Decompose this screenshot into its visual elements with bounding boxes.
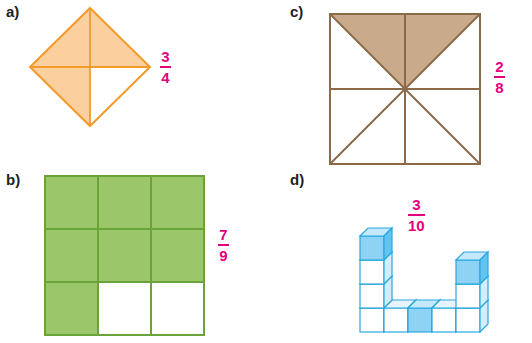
fraction-numerator: 2	[495, 58, 503, 75]
fraction: 79	[218, 226, 229, 265]
fraction-denominator: 8	[495, 79, 503, 96]
fraction: 310	[408, 196, 425, 235]
fraction-bar	[218, 244, 229, 246]
part-letter: b)	[6, 172, 20, 189]
fraction: 34	[160, 48, 171, 87]
fraction-denominator: 4	[161, 69, 169, 86]
diamond-figure	[30, 8, 150, 126]
fraction-numerator: 3	[412, 196, 420, 213]
fraction-bar	[408, 214, 425, 216]
fraction-numerator: 7	[219, 226, 227, 243]
cube-figure	[360, 228, 488, 332]
fraction-denominator: 9	[219, 247, 227, 264]
fraction-numerator: 3	[161, 48, 169, 65]
fraction-bar	[494, 76, 505, 78]
part-letter: c)	[290, 4, 303, 21]
grid-figure	[45, 176, 204, 335]
part-letter: d)	[290, 172, 304, 189]
fraction-denominator: 10	[408, 217, 425, 234]
part-letter: a)	[6, 4, 19, 21]
square-figure	[330, 14, 480, 164]
fraction-bar	[160, 66, 171, 68]
fraction: 28	[494, 58, 505, 97]
